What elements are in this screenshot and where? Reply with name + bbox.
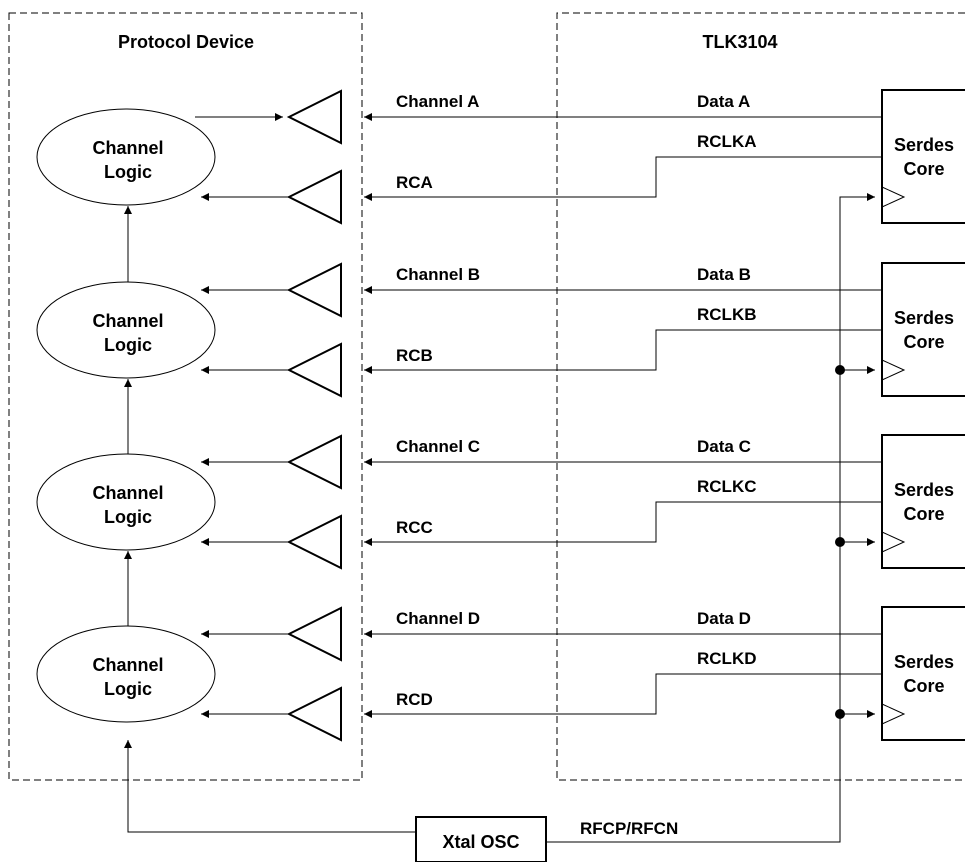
serdes-core-block <box>881 89 965 224</box>
data-label: Data D <box>697 609 751 628</box>
serdes-core-block <box>881 606 965 741</box>
data-buffer <box>286 89 342 145</box>
channel-logic-node <box>36 108 216 206</box>
refclk-label: RFCP/RFCN <box>580 819 678 838</box>
data-label: Data B <box>697 265 751 284</box>
rclk-line <box>364 673 882 718</box>
serdes-label-line2: Core <box>903 676 944 696</box>
rclk-line <box>364 501 882 546</box>
channel-logic-label-line1: Channel <box>92 483 163 503</box>
rclk-buffer <box>286 169 342 225</box>
rclk-buffer <box>286 342 342 398</box>
rclk-line <box>364 329 882 374</box>
data-label: Data C <box>697 437 751 456</box>
xtal-to-channel-logic-line <box>124 740 416 833</box>
serdes-label-line1: Serdes <box>894 308 954 328</box>
rc-label: RCC <box>396 518 433 537</box>
rc-label: RCD <box>396 690 433 709</box>
rclk-label: RCLKC <box>697 477 757 496</box>
protocol-device-title: Protocol Device <box>118 32 254 52</box>
channel-label: Channel C <box>396 437 480 456</box>
reference-clock-network: Xtal OSC RFCP/RFCN <box>124 193 875 862</box>
channel-logic-node <box>36 281 216 379</box>
serdes-label-line2: Core <box>903 504 944 524</box>
channel-logic-node <box>36 625 216 723</box>
serdes-core-block <box>881 262 965 397</box>
rclk-label: RCLKD <box>697 649 757 668</box>
serdes-core-block <box>881 434 965 569</box>
channel-logic-label-line1: Channel <box>92 138 163 158</box>
rclk-buffer <box>286 686 342 742</box>
channel-logic-label-line2: Logic <box>104 335 152 355</box>
rclk-buffer <box>286 514 342 570</box>
serdes-label-line2: Core <box>903 159 944 179</box>
channel-logic-label-line1: Channel <box>92 655 163 675</box>
serdes-label-line2: Core <box>903 332 944 352</box>
channel-logic-label-line2: Logic <box>104 162 152 182</box>
rc-label: RCB <box>396 346 433 365</box>
channel-label: Channel D <box>396 609 480 628</box>
clock-input-triangle <box>881 186 906 208</box>
serdes-label-line1: Serdes <box>894 652 954 672</box>
channel-logic-label-line2: Logic <box>104 507 152 527</box>
data-buffer <box>286 606 342 662</box>
clock-input-triangle <box>881 359 906 381</box>
xtal-osc-block <box>415 816 547 862</box>
data-buffer <box>286 434 342 490</box>
serdes-label-line1: Serdes <box>894 135 954 155</box>
rclk-label: RCLKA <box>697 132 757 151</box>
tlk3104-title: TLK3104 <box>702 32 777 52</box>
channel-logic-node <box>36 453 216 551</box>
rc-label: RCA <box>396 173 433 192</box>
data-buffer <box>286 262 342 318</box>
rclk-label: RCLKB <box>697 305 757 324</box>
tlk3104-boundary <box>556 12 965 781</box>
clock-input-triangle <box>881 703 906 725</box>
data-label: Data A <box>697 92 750 111</box>
clock-input-triangle <box>881 531 906 553</box>
channel-label: Channel A <box>396 92 479 111</box>
refclk-bus-line <box>475 193 875 843</box>
channel-label: Channel B <box>396 265 480 284</box>
xtal-osc-label: Xtal OSC <box>442 832 519 852</box>
serdes-label-line1: Serdes <box>894 480 954 500</box>
rclk-line <box>364 156 882 201</box>
channel-logic-label-line2: Logic <box>104 679 152 699</box>
channel-logic-label-line1: Channel <box>92 311 163 331</box>
protocol-device-boundary <box>8 12 363 781</box>
